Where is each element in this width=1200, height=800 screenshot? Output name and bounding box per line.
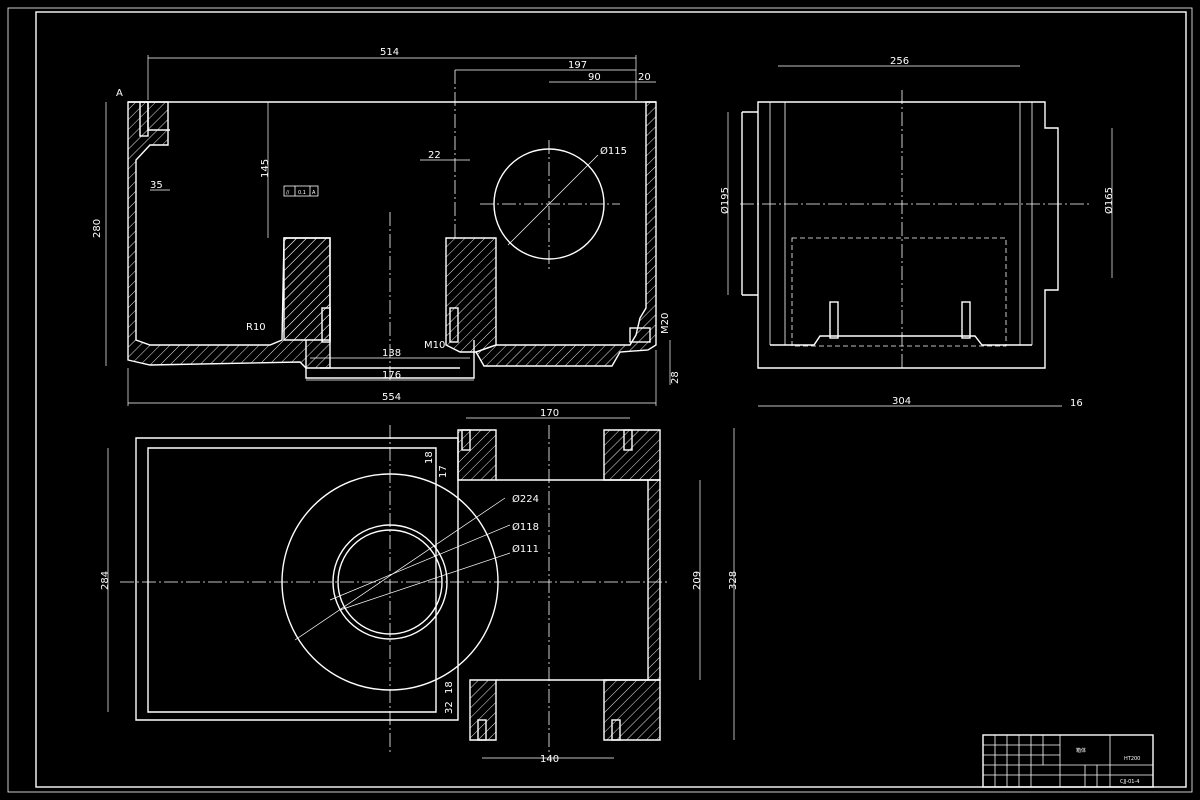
front-view: 514 197 90 20 280 35 145 22 Ø115 R10 138… [92,47,681,406]
dim-90: 90 [588,72,601,83]
dim-20: 20 [638,72,651,83]
gdt-symbol: // [286,190,290,196]
dim-28: 28 [670,371,681,384]
right-wall-section [474,101,657,367]
dim-32: 32 [444,701,455,714]
dim-328: 328 [728,571,739,590]
dim-18-bottom: 18 [444,681,455,694]
dim-dia-115: Ø115 [600,145,627,157]
boss-right-section [445,237,497,353]
title-material: HT200 [1124,756,1140,762]
dim-170: 170 [540,408,559,419]
gdt-datum: A [312,190,316,196]
dim-18-top: 18 [424,451,435,464]
dim-m10: M10 [424,340,445,351]
dim-140: 140 [540,754,559,765]
dim-17: 17 [438,465,449,478]
dim-280: 280 [92,219,103,238]
outer-frame [7,7,1193,793]
dim-209: 209 [692,571,703,590]
dim-256: 256 [890,56,909,67]
title-block: 箱体 HT200 CJJ-01-4 [982,734,1154,788]
boss-left-section [283,237,331,341]
dim-22: 22 [428,150,441,161]
dim-dia-195: Ø195 [719,187,731,214]
dim-176: 176 [382,370,401,381]
right-wall-top-section [647,479,661,681]
dim-35: 35 [150,180,163,191]
title-part-name: 箱体 [1076,747,1086,754]
dim-304: 304 [892,396,911,407]
bottom-right-section [469,679,497,741]
top-view: 170 18 17 Ø224 Ø118 Ø111 284 209 328 18 … [100,408,739,765]
dim-dia-111: Ø111 [512,543,539,555]
side-view: 256 Ø195 Ø165 304 16 [719,56,1115,409]
dim-dia-165: Ø165 [1103,187,1115,214]
dim-514: 514 [380,47,399,58]
dim-197: 197 [568,60,587,71]
gdt-tolerance: 0.1 [298,190,306,196]
dim-dia-224: Ø224 [512,493,539,505]
dim-554: 554 [382,392,401,403]
dim-dia-118: Ø118 [512,521,539,533]
dim-16: 16 [1070,398,1083,409]
title-drawing-no: CJJ-01-4 [1120,779,1139,785]
datum-label: A [116,88,123,99]
top-right-section [457,429,497,481]
inner-frame [35,11,1187,788]
dim-138: 138 [382,348,401,359]
dim-r10: R10 [246,322,266,333]
dim-284: 284 [100,571,111,590]
dim-m20: M20 [660,313,671,334]
dim-145: 145 [260,159,271,178]
